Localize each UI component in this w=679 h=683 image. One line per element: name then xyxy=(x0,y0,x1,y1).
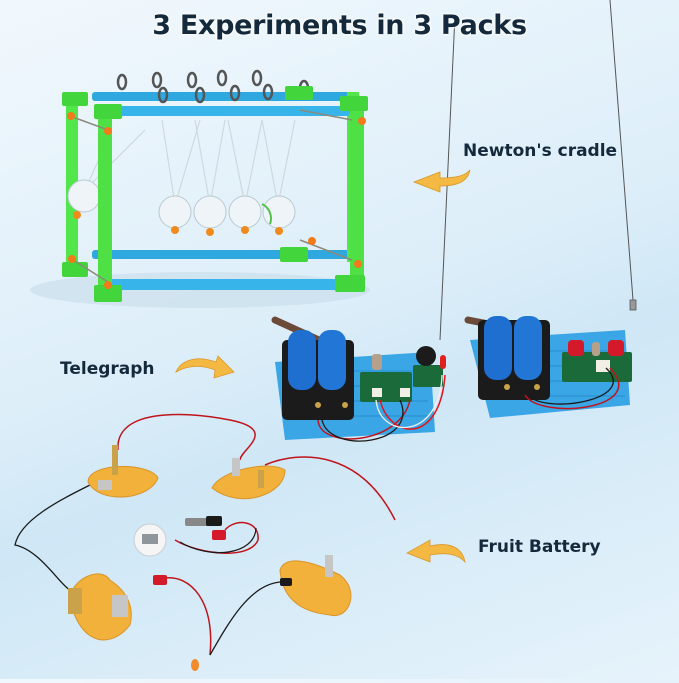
fruit-battery-image xyxy=(14,413,396,671)
page-title: 3 Experiments in 3 Packs xyxy=(152,10,527,41)
telegraph-label: Telegraph xyxy=(60,359,155,379)
telegraph-antenna-wire-right xyxy=(609,0,634,301)
newtons-cradle-label: Newton's cradle xyxy=(463,141,618,161)
curved-arrow-right-icon xyxy=(175,355,235,379)
telegraph-image xyxy=(271,316,632,442)
newtons-cradle-image xyxy=(30,69,370,308)
fruit-battery-label: Fruit Battery xyxy=(478,537,601,557)
curved-arrow-left-icon xyxy=(412,169,471,193)
curved-arrow-left-icon xyxy=(406,539,466,564)
